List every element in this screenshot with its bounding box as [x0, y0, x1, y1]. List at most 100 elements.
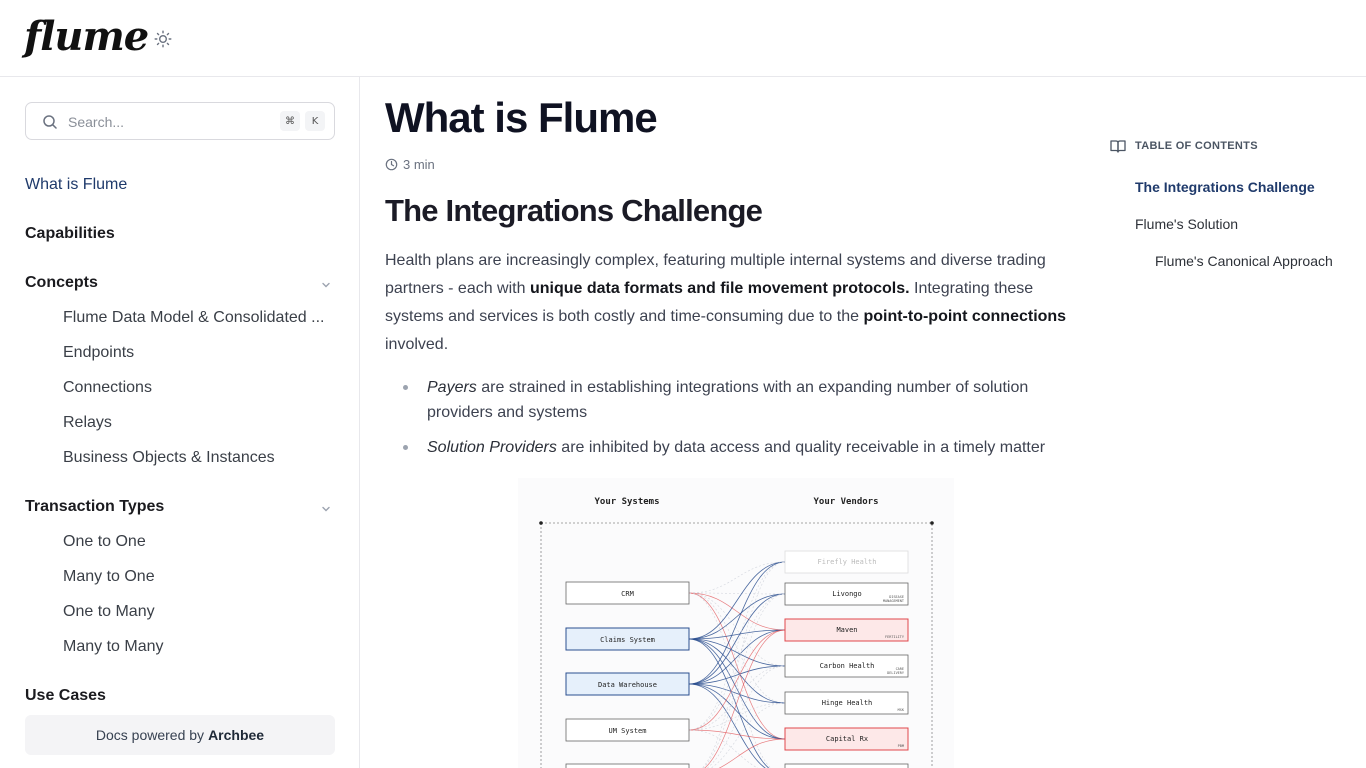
vendor-node-label: Firefly Health	[817, 558, 876, 566]
connection-line	[688, 561, 786, 594]
connection-line	[718, 738, 786, 768]
frame-corner	[539, 521, 543, 525]
connection-line	[688, 629, 786, 640]
shortcut-key-cmd: ⌘	[280, 111, 300, 131]
vendor-node	[784, 550, 909, 574]
sidebar-item-relays[interactable]: Relays	[63, 414, 112, 431]
vendor-node	[784, 691, 909, 715]
connection-line	[704, 629, 786, 768]
sidebar-item-many-to-many[interactable]: Many to Many	[63, 638, 164, 655]
connection-line	[688, 593, 786, 640]
toc-heading: TABLE OF CONTENTS	[1110, 139, 1258, 153]
powered-by-footer[interactable]: Docs powered by Archbee	[25, 715, 335, 755]
sidebar-item-transaction-types[interactable]: Transaction Types	[25, 498, 165, 515]
main-content: What is Flume 3 min The Integrations Cha…	[385, 77, 1085, 768]
sidebar-item-many-to-one[interactable]: Many to One	[63, 568, 155, 585]
connection-line	[688, 561, 786, 731]
frame-corner	[930, 521, 934, 525]
sidebar-item-what-is-flume[interactable]: What is Flume	[25, 176, 128, 193]
search-box[interactable]: ⌘ K	[25, 102, 335, 140]
diagram-frame	[540, 522, 933, 768]
connection-line	[702, 593, 786, 768]
flume-logo[interactable]: flume	[24, 13, 149, 60]
toc-item-canonical-approach[interactable]: Flume's Canonical Approach	[1155, 253, 1333, 269]
connection-line	[688, 592, 786, 667]
vendor-node-label: Capital Rx	[826, 735, 868, 743]
system-node-label: UM System	[609, 727, 647, 735]
para-text-1: Health plans are increasingly complex, f…	[385, 252, 1046, 297]
shortcut-key-k: K	[305, 111, 325, 131]
powered-by-text: Docs powered by	[95, 727, 205, 743]
toc-item-flumes-solution[interactable]: Flume's Solution	[1135, 216, 1239, 232]
connection-line	[688, 638, 786, 740]
system-node	[565, 627, 690, 651]
bullet-emphasis: Solution Providers	[427, 439, 557, 456]
connection-line	[688, 592, 786, 631]
read-time-label: 3 min	[403, 157, 435, 172]
sidebar-item-concepts[interactable]: Concepts	[25, 274, 98, 291]
connection-line	[688, 592, 786, 704]
sidebar-item-one-to-many[interactable]: One to Many	[63, 603, 155, 620]
connection-line	[701, 561, 786, 768]
vendor-node-label: Carbon Health	[820, 662, 875, 670]
connection-line	[688, 638, 770, 768]
bullet-text: are inhibited by data access and quality…	[556, 439, 1046, 456]
toc-heading-label: TABLE OF CONTENTS	[1135, 140, 1258, 152]
bullet-text: are strained in establishing integration…	[427, 379, 1029, 421]
connection-line	[688, 729, 759, 768]
search-input[interactable]	[68, 112, 248, 132]
vendor-tag: MANAGEMENT	[883, 599, 905, 603]
system-node	[565, 763, 690, 768]
connection-line	[688, 592, 786, 740]
connection-line	[688, 729, 786, 740]
bullet-emphasis: Payers	[427, 379, 477, 396]
read-time: 3 min	[385, 157, 435, 172]
section-heading: The Integrations Challenge	[385, 193, 763, 228]
vendor-node-label: Livongo	[832, 590, 862, 598]
sidebar-item-business-objects[interactable]: Business Objects & Instances	[63, 449, 275, 466]
intro-paragraph: Health plans are increasingly complex, f…	[385, 247, 1085, 359]
connection-line	[706, 665, 786, 768]
system-node-label: Data Warehouse	[598, 681, 657, 689]
list-item: Payers are strained in establishing inte…	[385, 375, 1085, 425]
diagram-right-title: Your Vendors	[813, 497, 878, 507]
vendor-node	[784, 582, 909, 606]
sidebar-item-flume-data-model[interactable]: Flume Data Model & Consolidated ...	[63, 309, 325, 326]
sidebar-item-one-to-one[interactable]: One to One	[63, 533, 146, 550]
vendor-tag: MSK	[898, 708, 905, 712]
vendor-node	[784, 618, 909, 642]
para-text-2: Integrating these systems and services i…	[385, 280, 1034, 325]
chevron-down-icon[interactable]	[320, 278, 332, 290]
toc-item-integrations-challenge[interactable]: The Integrations Challenge	[1135, 179, 1315, 195]
connection-line	[688, 629, 786, 685]
top-header: flume	[0, 0, 1366, 77]
bullet-list: Payers are strained in establishing inte…	[385, 375, 1085, 470]
sidebar-item-capabilities[interactable]: Capabilities	[25, 225, 115, 242]
sun-icon[interactable]	[152, 28, 174, 50]
system-node-label: CRM	[621, 590, 634, 598]
diagram-left-title: Your Systems	[594, 497, 659, 507]
clock-icon	[385, 158, 398, 171]
connection-line	[688, 638, 786, 667]
para-text-3: involved.	[385, 336, 449, 353]
powered-by-brand[interactable]: Archbee	[208, 727, 265, 743]
book-icon	[1110, 140, 1126, 153]
sidebar-item-use-cases[interactable]: Use Cases	[25, 687, 106, 704]
search-icon	[42, 114, 58, 130]
chevron-down-icon[interactable]	[320, 502, 332, 514]
vendor-node	[784, 654, 909, 678]
para-bold-2: point-to-point connections	[863, 308, 1067, 325]
connection-line	[688, 665, 786, 731]
vendor-node	[784, 763, 909, 768]
sidebar-item-connections[interactable]: Connections	[63, 379, 152, 396]
sidebar: ⌘ K What is Flume Capabilities Concepts …	[0, 77, 360, 768]
table-of-contents: TABLE OF CONTENTS The Integrations Chall…	[1110, 77, 1366, 377]
connection-line	[688, 592, 786, 595]
connection-line	[688, 561, 786, 685]
sidebar-item-endpoints[interactable]: Endpoints	[63, 344, 135, 361]
system-node-label: Claims System	[600, 636, 655, 644]
para-bold-1: unique data formats and file movement pr…	[529, 280, 910, 297]
system-node	[565, 672, 690, 696]
connection-line	[688, 629, 786, 731]
